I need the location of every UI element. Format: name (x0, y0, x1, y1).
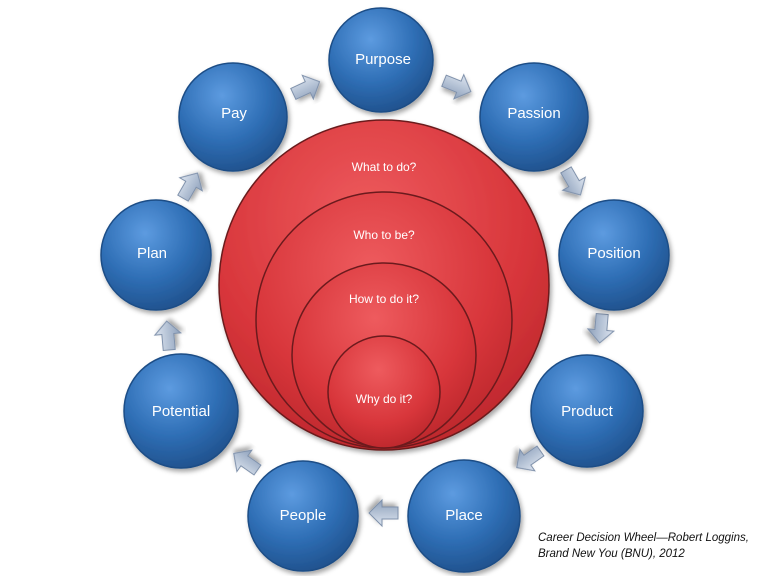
source-caption: Career Decision Wheel—Robert Loggins, Br… (538, 530, 763, 562)
node-position: Position (558, 199, 670, 311)
arrow-position-to-product (586, 312, 616, 344)
arrow-plan-to-pay (177, 172, 204, 202)
arrow-product-to-place (516, 445, 545, 472)
arrow-passion-to-position (560, 166, 587, 196)
arrow-people-to-potential (233, 449, 262, 476)
core-label-what: What to do? (352, 160, 417, 174)
arrow-purpose-to-passion (441, 73, 472, 100)
node-label-product: Product (561, 403, 614, 420)
node-purpose: Purpose (328, 7, 434, 113)
arrow-pay-to-purpose (290, 74, 321, 101)
node-label-pay: Pay (221, 105, 247, 122)
node-people: People (247, 460, 359, 572)
core-label-how: How to do it? (349, 292, 419, 306)
node-place: Place (407, 459, 521, 573)
core-label-why: Why do it? (356, 392, 413, 406)
node-label-people: People (280, 507, 327, 524)
caption-line-2: Brand New You (BNU), 2012 (538, 548, 685, 560)
node-label-potential: Potential (152, 403, 210, 420)
caption-line-1: Career Decision Wheel—Robert Loggins, (538, 532, 749, 544)
core-label-who: Who to be? (353, 228, 415, 242)
wheel-arrows (153, 73, 616, 528)
arrow-place-to-people (368, 498, 399, 528)
node-potential: Potential (123, 353, 239, 469)
core-circle-why (327, 335, 441, 449)
node-plan: Plan (100, 199, 212, 311)
arrow-potential-to-plan (153, 320, 183, 352)
node-label-plan: Plan (137, 245, 167, 262)
node-label-purpose: Purpose (355, 51, 411, 68)
core-circles: What to do? Who to be? How to do it? Why… (218, 119, 550, 451)
wheel-nodes: Purpose Passion Position Product Place P… (100, 7, 670, 573)
node-label-position: Position (587, 245, 640, 262)
node-pay: Pay (178, 62, 288, 172)
node-label-passion: Passion (507, 105, 560, 122)
node-passion: Passion (479, 62, 589, 172)
node-label-place: Place (445, 507, 483, 524)
node-product: Product (530, 354, 644, 468)
